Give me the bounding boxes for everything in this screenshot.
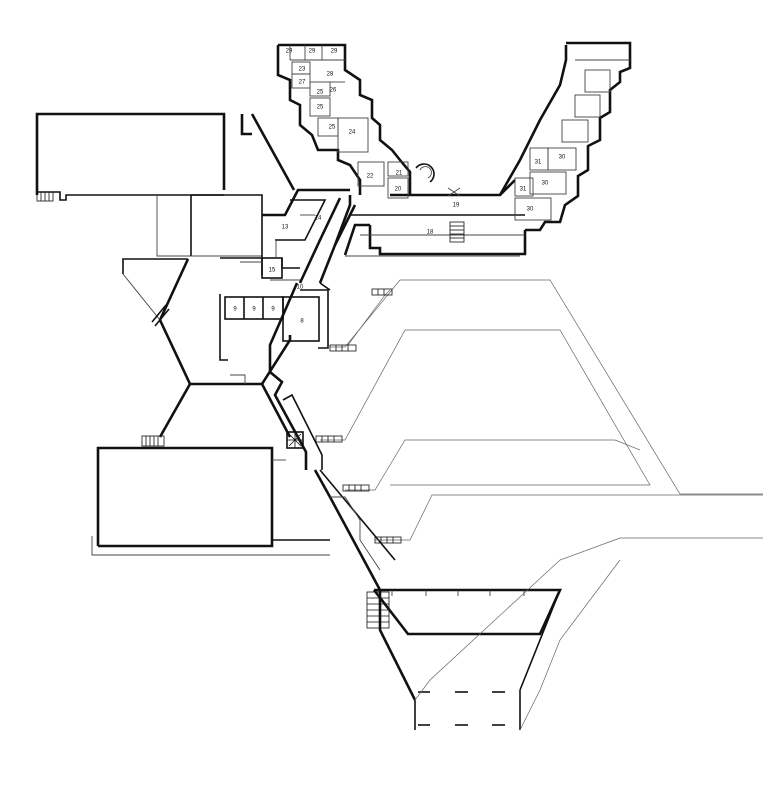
room-26: 26 <box>330 88 337 94</box>
room-29b: 29 <box>309 49 316 55</box>
room-30c: 30 <box>527 207 534 213</box>
room-20: 20 <box>395 187 402 193</box>
connector-block <box>156 113 296 257</box>
room-9c: 9 <box>271 307 275 313</box>
room-31b: 31 <box>520 187 527 193</box>
left-wing <box>276 43 412 199</box>
room-18: 18 <box>427 230 434 236</box>
room-28: 28 <box>327 72 334 78</box>
main-corridor <box>333 179 527 257</box>
spine-corridor <box>268 282 417 701</box>
right-wing <box>498 41 632 232</box>
room-labels: 8 9 9 9 10 13 14 15 18 19 20 21 22 23 24… <box>233 49 566 325</box>
room-31a: 31 <box>535 160 542 166</box>
room-30b: 30 <box>542 181 549 187</box>
hall-bottom-left <box>91 446 330 556</box>
room-9b: 9 <box>252 307 256 313</box>
terrace-outlines <box>315 279 763 731</box>
room-27: 27 <box>299 80 306 86</box>
v-spiral-stair <box>415 163 435 183</box>
room-15: 15 <box>269 268 276 274</box>
room-21: 21 <box>396 171 403 177</box>
room-25c: 25 <box>329 125 336 131</box>
room-25a: 25 <box>317 90 324 96</box>
room-14: 14 <box>315 216 322 222</box>
room-23: 23 <box>299 67 306 73</box>
office-block <box>224 279 329 349</box>
room-22: 22 <box>367 174 374 180</box>
wedge-building <box>366 588 563 730</box>
room-19: 19 <box>453 203 460 209</box>
hourglass-lower <box>141 383 292 447</box>
room-29a: 29 <box>286 49 293 55</box>
hall-top-left <box>35 112 226 202</box>
room-10: 10 <box>297 285 304 291</box>
room-30a: 30 <box>559 155 566 161</box>
room-13: 13 <box>282 225 289 231</box>
room-24: 24 <box>349 130 356 136</box>
room-29c: 29 <box>331 49 338 55</box>
room-9a: 9 <box>233 307 237 313</box>
room-8: 8 <box>300 319 304 325</box>
room-25b: 25 <box>317 105 324 111</box>
hexagon-hall <box>122 257 292 386</box>
